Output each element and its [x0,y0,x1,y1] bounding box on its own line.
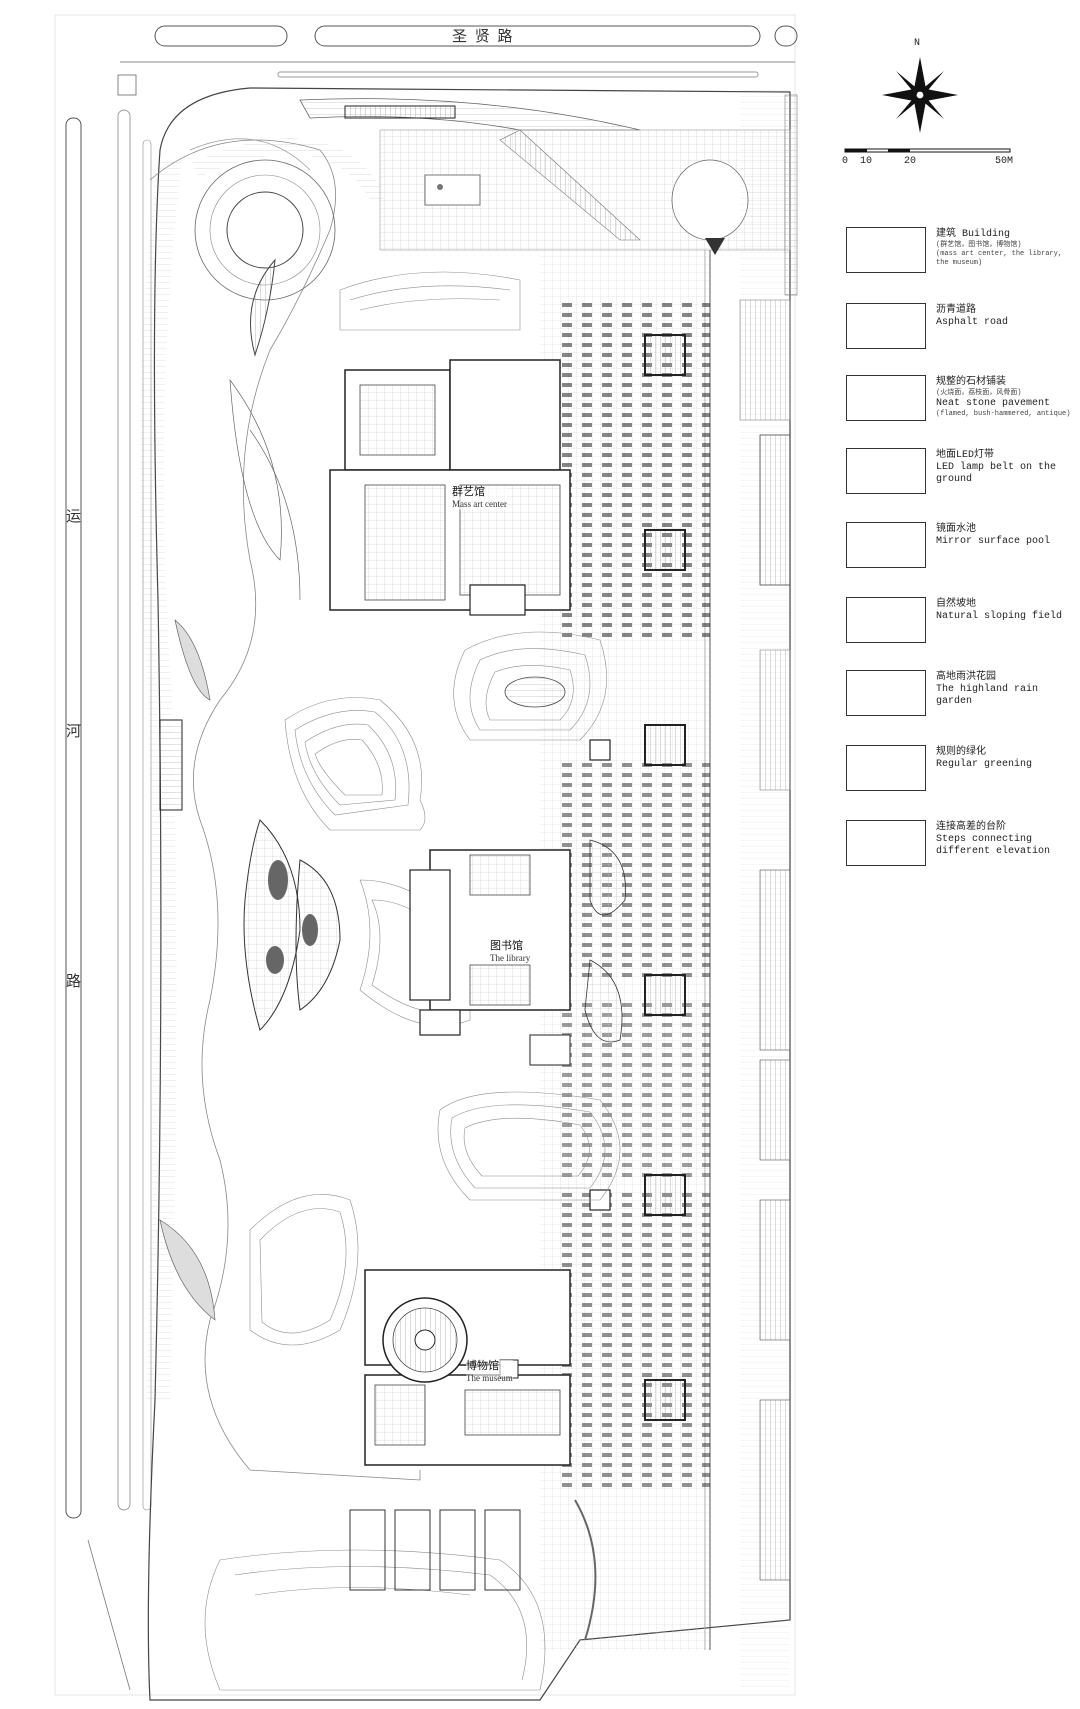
legend-swatch [846,303,926,349]
mirror-pool [504,676,566,708]
legend-label-cn: 规整的石材铺装 [936,377,1006,388]
legend-label-en: LED lamp belt on the ground [936,462,1057,485]
library-plan [409,849,571,1066]
compass-north-label: N [914,38,921,49]
scale-bar [844,148,1011,153]
library-label: 图书馆 The library [490,940,531,964]
sloping-fields [204,271,621,1691]
rain-gardens [243,819,626,1043]
legend-label-en: Mirror surface pool [936,536,1051,547]
legend-label-cn: 规则的绿化 [936,747,986,758]
scale-label-50m: 50M [995,156,1014,167]
scale-label-20: 20 [904,156,917,167]
legend-swatch [846,227,926,273]
museum-plan [364,1269,571,1466]
mass-art-center-plan [329,359,571,616]
compass-icon [882,57,958,133]
west-road-label-2: 河 [66,724,84,740]
building-label-cn: 图书馆 [490,940,523,952]
legend-swatch [846,448,926,494]
legend-label-cn: 连接高差的台阶 [936,822,1006,833]
legend-swatch [846,820,926,866]
legend-label-cn: 建筑 Building [936,229,1011,240]
axis-pavilions [589,334,686,1421]
legend-label-en: Steps connecting different elevation [936,834,1051,857]
north-plaza [191,138,387,357]
mass-art-center-label: 群艺馆 Mass art center [452,486,507,510]
legend-note: (群艺馆，图书馆，博物馆) [936,241,1022,249]
scale-label-10: 10 [860,156,873,167]
north-road-label: 圣 贤 路 [452,29,515,45]
legend-label-en: (mass art center, the library, the museu… [936,250,1063,267]
west-road [65,74,152,1691]
legend-swatch [846,670,926,716]
legend-label-cn: 自然坡地 [936,599,976,610]
legend-sub: (flamed, bush-hammered, antique) [936,410,1071,418]
building-label-cn: 博物馆 [466,1360,499,1372]
north-pavilion [299,98,641,131]
legend-label-en: Natural sloping field [936,611,1063,622]
building-label-en: Mass art center [452,499,507,509]
east-strip [739,299,791,1581]
legend-label-en: Neat stone pavement [936,398,1051,409]
north-road [120,25,798,78]
legend-note: (火烧面，荔枝面，风骨面) [936,389,1022,397]
west-road-label-3: 路 [66,974,84,990]
legend-label-cn: 高地雨洪花园 [936,672,996,683]
legend-label-en: Regular greening [936,759,1033,770]
legend-swatch [846,522,926,568]
museum-label: 博物馆 The museum [466,1360,513,1384]
south-green-blocks [349,1499,597,1641]
legend-label-en: The highland rain garden [936,684,1039,707]
legend-label-cn: 镜面水池 [936,524,976,535]
legend-swatch [846,597,926,643]
legend-label-cn: 沥青道路 [936,305,976,316]
west-road-label-1: 运 [66,509,84,525]
building-label-en: The library [490,953,531,963]
building-label-cn: 群艺馆 [452,486,485,498]
led-field [560,300,710,1490]
legend-label-en: Asphalt road [936,317,1009,328]
legend-swatch [846,745,926,791]
legend-swatch [846,375,926,421]
building-label-en: The museum [466,1373,513,1383]
scale-label-0: 0 [842,156,849,167]
legend-label-cn: 地面LED灯带 [936,450,995,461]
